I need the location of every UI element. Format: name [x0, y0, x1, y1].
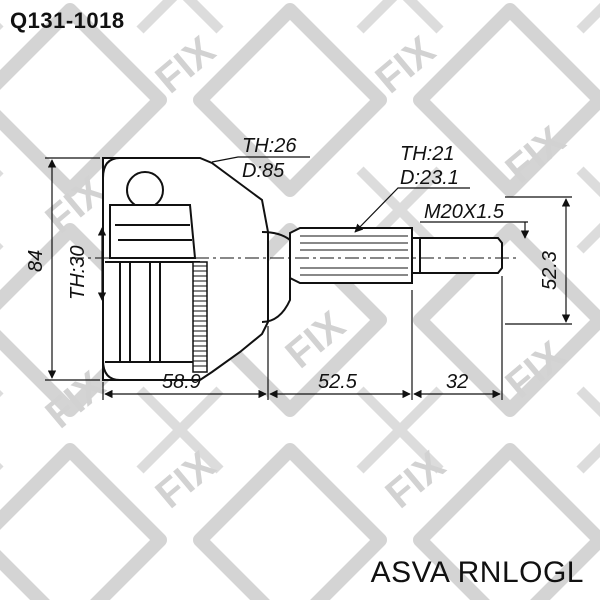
label-outer-diameter: D:85 — [242, 160, 285, 182]
label-thread: M20X1.5 — [424, 201, 505, 223]
label-inner-teeth: TH:30 — [67, 246, 89, 300]
tone-ring-teeth — [193, 265, 207, 367]
joint-housing — [102, 157, 291, 381]
brand-text: ASVA RNLOGL — [370, 556, 584, 589]
label-outer-teeth: TH:26 — [242, 135, 297, 157]
label-length-1: 58.9 — [162, 371, 201, 393]
label-length-3: 32 — [446, 371, 468, 393]
shaft-splines — [300, 235, 408, 276]
tone-ring — [192, 261, 208, 373]
label-shaft-height: 52.3 — [539, 251, 561, 290]
dimension-lines — [45, 156, 572, 400]
part-number: Q131-1018 — [10, 8, 125, 33]
stub-shaft — [289, 227, 503, 284]
label-spline-diameter: D:23.1 — [400, 167, 459, 189]
label-height: 84 — [25, 250, 47, 272]
dimension-labels: TH:26 D:85 TH:21 D:23.1 M20X1.5 58.9 52.… — [25, 135, 561, 393]
label-spline-teeth: TH:21 — [400, 143, 454, 165]
label-length-2: 52.5 — [318, 371, 358, 393]
